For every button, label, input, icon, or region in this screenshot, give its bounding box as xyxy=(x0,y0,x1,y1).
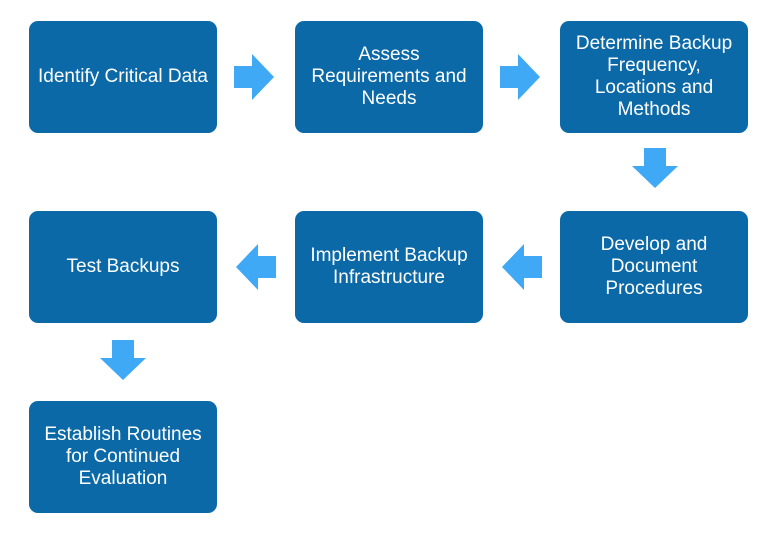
arrow-down-icon xyxy=(632,148,678,188)
step-label: Test Backups xyxy=(66,256,180,277)
step-identify-critical-data: Identify Critical Data xyxy=(29,21,217,133)
step-label: Identify Critical Data xyxy=(37,66,208,87)
step-label: Implement Backup Infrastructure xyxy=(310,245,468,288)
step-determine-backup-frequency: Determine Backup Frequency, Locations an… xyxy=(560,21,748,133)
step-test-backups: Test Backups xyxy=(29,211,217,323)
step-label: Assess Requirements and Needs xyxy=(311,44,467,109)
step-implement-backup-infrastructure: Implement Backup Infrastructure xyxy=(295,211,483,323)
arrow-down-icon xyxy=(100,340,146,380)
step-assess-requirements: Assess Requirements and Needs xyxy=(295,21,483,133)
arrow-right-icon xyxy=(500,54,540,100)
arrow-left-icon xyxy=(502,244,542,290)
arrow-left-icon xyxy=(236,244,276,290)
step-label: Develop and Document Procedures xyxy=(600,234,708,299)
step-establish-routines: Establish Routines for Continued Evaluat… xyxy=(29,401,217,513)
step-develop-document-procedures: Develop and Document Procedures xyxy=(560,211,748,323)
step-label: Establish Routines for Continued Evaluat… xyxy=(44,424,202,489)
step-label: Determine Backup Frequency, Locations an… xyxy=(575,33,733,120)
arrow-right-icon xyxy=(234,54,274,100)
